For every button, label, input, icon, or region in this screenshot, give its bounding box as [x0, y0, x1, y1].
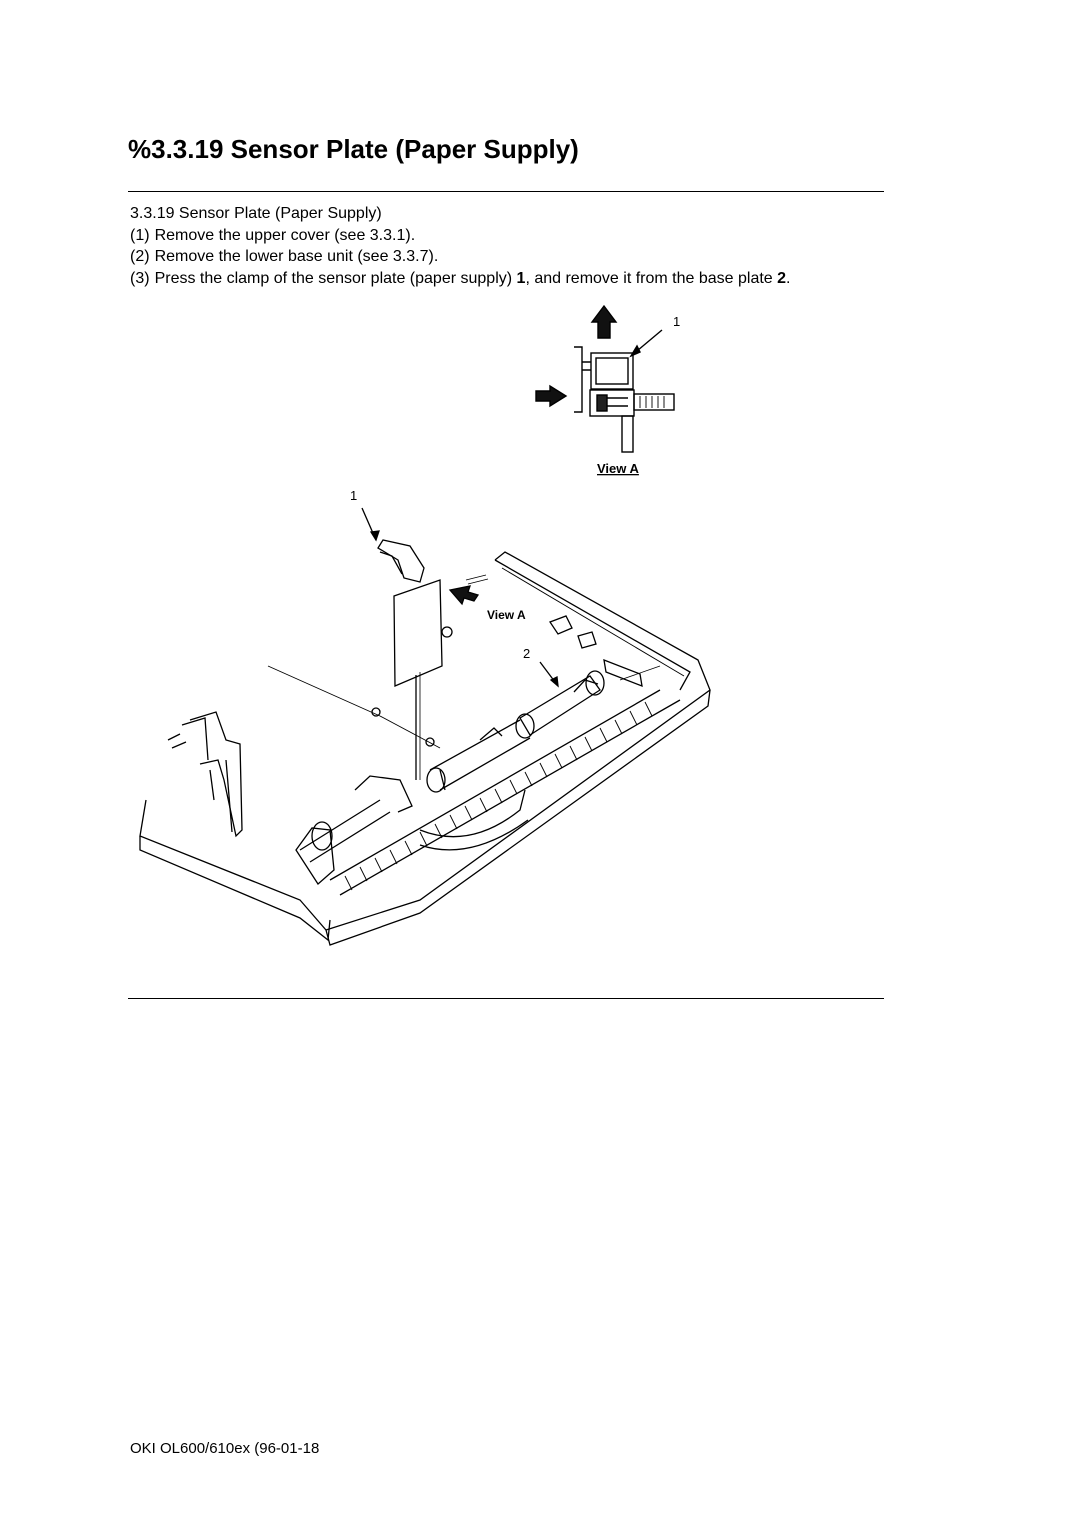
step-text: , and remove it from the base plate: [525, 269, 778, 287]
step-number: (1): [130, 226, 150, 244]
view-a-arrow-icon: [448, 585, 480, 606]
part-ref-2: 2: [777, 269, 787, 287]
view-a-label: View A: [487, 608, 526, 622]
top-divider: [128, 191, 884, 192]
base-unit-drawing: [139, 507, 711, 946]
step-3: (3)Press the clamp of the sensor plate (…: [130, 268, 790, 290]
right-arrow-icon: [535, 384, 568, 408]
step-number: (2): [130, 248, 150, 265]
step-text: Remove the upper cover (see 3.3.1).: [154, 226, 416, 244]
instructions: 3.3.19 Sensor Plate (Paper Supply) (1)Re…: [130, 203, 790, 289]
step-text: .: [786, 269, 791, 287]
view-a-detail: [535, 304, 675, 453]
part-callout-1: 1: [350, 488, 357, 503]
step-2: (2)Remove the lower base unit (see 3.3.7…: [130, 246, 790, 268]
part-ref-1: 1: [516, 269, 526, 287]
step-number: (3): [130, 269, 150, 287]
step-1: (1)Remove the upper cover (see 3.3.1).: [130, 225, 790, 247]
view-a-callout: 1: [673, 314, 680, 329]
callout-pointer: [369, 530, 380, 542]
part-callout-2: 2: [523, 646, 530, 661]
callout-pointer: [629, 344, 641, 358]
bottom-divider: [128, 998, 884, 999]
view-a-caption: View A: [597, 461, 640, 476]
sensor-plate-illustration: 1 View A: [139, 304, 711, 946]
footer-document-id: OKI OL600/610ex (96-01-18: [130, 1440, 320, 1457]
up-arrow-icon: [590, 304, 618, 339]
section-heading: 3.3.19 Sensor Plate (Paper Supply): [130, 205, 382, 222]
step-text: Remove the lower base unit (see 3.3.7).: [154, 248, 439, 265]
callout-pointer: [549, 676, 559, 688]
page-title: %3.3.19 Sensor Plate (Paper Supply): [128, 134, 579, 164]
step-text: Press the clamp of the sensor plate (pap…: [154, 269, 517, 287]
